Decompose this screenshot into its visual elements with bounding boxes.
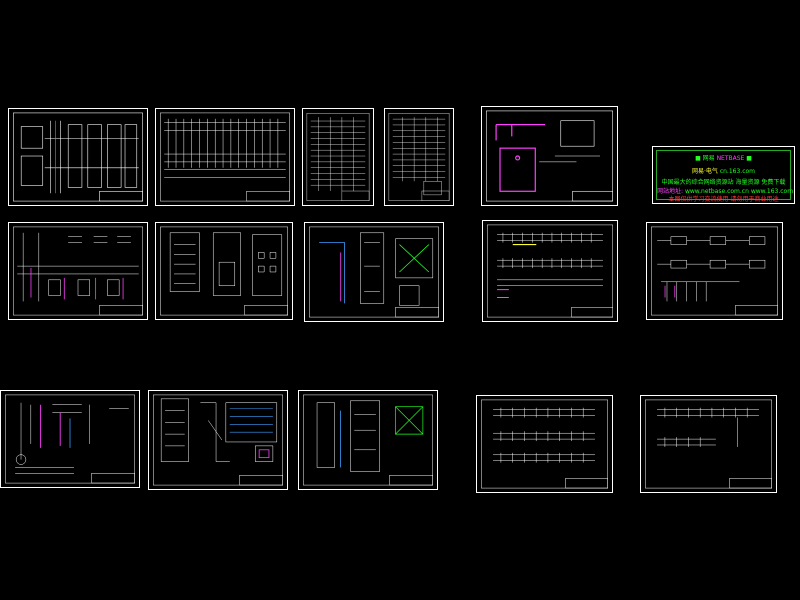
drawing-sheet-14[interactable]	[476, 395, 613, 493]
sheet-11-graphics	[5, 394, 135, 484]
drawing-sheet-7[interactable]	[155, 222, 293, 320]
drawing-sheet-12[interactable]	[148, 390, 288, 490]
drawing-sheet-1[interactable]	[8, 108, 148, 206]
stamp-line-4: 网站地址: www.netbase.com.cn www.163.com	[657, 188, 794, 195]
sheet-5-graphics	[485, 110, 614, 202]
stamp-site-url: www.netbase.com.cn www.163.com	[684, 188, 794, 195]
stamp-line-5: 本图仅供学习交流使用 请勿用于商业用途	[668, 196, 779, 203]
drawing-sheet-13[interactable]	[298, 390, 438, 490]
drawing-sheet-10[interactable]	[646, 222, 783, 320]
sheet-4-graphics	[388, 113, 450, 201]
sheet-7-graphics	[160, 226, 288, 316]
drawing-sheet-5[interactable]	[481, 106, 618, 206]
drawing-sheet-6[interactable]	[8, 222, 148, 320]
stamp-site-label: 网站地址:	[657, 188, 684, 195]
sheet-1-graphics	[13, 112, 143, 202]
stamp-inner-frame: ■ 网易 NETBASE ■ 网易·电气 cn.163.com 中国最大的综合网…	[656, 150, 794, 203]
stamp-brand-cn: ■ 网易	[695, 155, 715, 162]
stamp-line-1: ■ 网易 NETBASE ■	[657, 155, 790, 162]
drawing-sheet-3[interactable]	[302, 108, 374, 206]
stamp-line-3: 中国最大的综合网络资源站 海量资源 免费下载	[661, 179, 786, 186]
drawing-sheet-11[interactable]	[0, 390, 140, 488]
sheet-2-graphics	[160, 112, 290, 202]
drawing-sheet-8[interactable]	[304, 222, 444, 322]
sheet-14-graphics	[481, 399, 608, 489]
sheet-10-graphics	[651, 226, 778, 316]
stamp-brand-mark: ■	[746, 155, 752, 162]
sheet-15-graphics	[645, 399, 772, 489]
sheet-12-graphics	[153, 394, 283, 486]
sheet-8-graphics	[309, 226, 439, 318]
sheet-13-graphics	[303, 394, 433, 486]
stamp-line-2: 网易·电气 cn.163.com	[657, 168, 790, 175]
sheet-6-graphics	[13, 226, 143, 316]
stamp-brand-en: NETBASE	[716, 155, 745, 162]
drawing-sheet-9[interactable]	[482, 220, 618, 322]
sheet-3-graphics	[306, 113, 370, 201]
sheet-9-graphics	[487, 224, 613, 318]
stamp-domain: cn.163.com	[719, 168, 756, 175]
netbase-watermark-stamp: ■ 网易 NETBASE ■ 网易·电气 cn.163.com 中国最大的综合网…	[652, 146, 795, 204]
drawing-sheet-15[interactable]	[640, 395, 777, 493]
drawing-sheet-2[interactable]	[155, 108, 295, 206]
drawing-sheet-4[interactable]	[384, 108, 454, 206]
stamp-category: 网易·电气	[691, 168, 718, 175]
